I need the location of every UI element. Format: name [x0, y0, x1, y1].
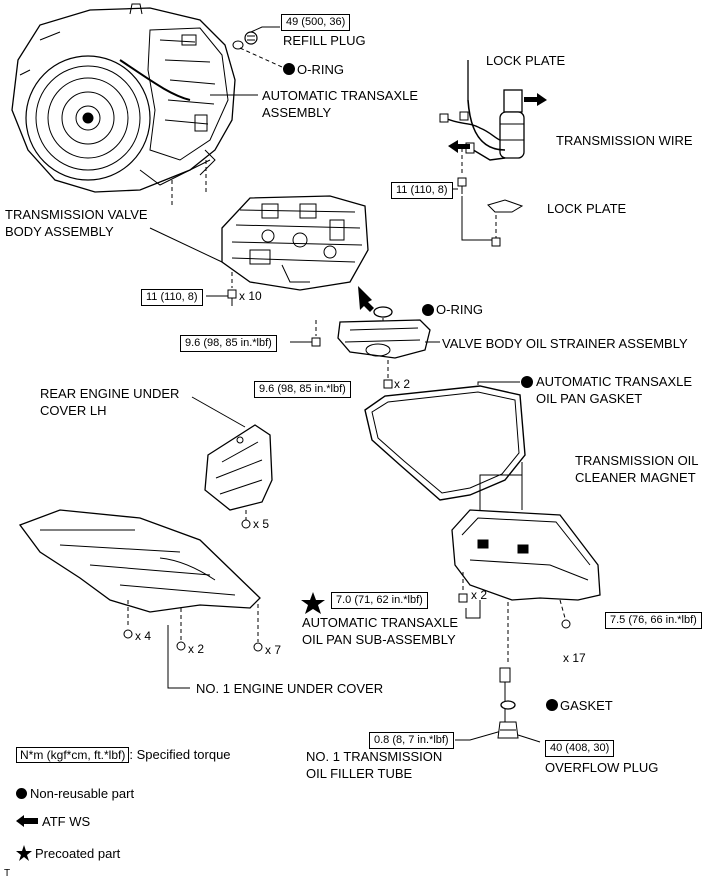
torque-filler-tube: 0.8 (8, 7 in.*lbf) [369, 732, 454, 749]
label-engine-cover: NO. 1 ENGINE UNDER COVER [196, 681, 384, 696]
label-lock-plate-bottom: LOCK PLATE [547, 201, 627, 216]
transmission-wire-drawing [439, 60, 525, 161]
qty-cover-bolts-c: x 7 [265, 643, 282, 657]
legend-atf-text: ATF WS [42, 814, 91, 829]
oil-pan-gasket-drawing [364, 385, 526, 501]
legend-torque-unit: N*m (kgf*cm, ft.*lbf) [16, 747, 130, 763]
qty-cover-bolts-b: x 2 [188, 642, 205, 656]
strainer-bolt-drawing [311, 337, 321, 347]
torque-pan-bolt-precoated: 7.0 (71, 62 in.*lbf) [331, 592, 428, 609]
label-transaxle-1: AUTOMATIC TRANSAXLE [262, 88, 419, 103]
label-filler-1: NO. 1 TRANSMISSION [306, 749, 443, 764]
label-refill-plug: REFILL PLUG [283, 33, 366, 48]
label-rear-cover-2: COVER LH [40, 403, 107, 418]
strainer-bolt-2-drawing [383, 379, 393, 389]
label-pan-1: AUTOMATIC TRANSAXLE [302, 615, 459, 630]
refill-plug-drawing [232, 31, 258, 50]
label-magnet-2: CLEANER MAGNET [575, 470, 696, 485]
qty-valve-body-bolts: x 10 [239, 289, 262, 303]
gasket-drawing [500, 700, 516, 710]
rear-under-cover-drawing [204, 424, 273, 511]
label-transmission-wire: TRANSMISSION WIRE [556, 133, 693, 148]
legend-torque: N*m (kgf*cm, ft.*lbf): Specified torque [16, 747, 231, 763]
torque-strainer-bolt-b: 9.6 (98, 85 in.*lbf) [254, 381, 351, 398]
label-magnet-1: TRANSMISSION OIL [575, 453, 699, 468]
label-o-ring-top: O-RING [297, 62, 344, 77]
pan-bolt-precoated-drawing [458, 593, 468, 603]
overflow-plug-drawing [497, 721, 519, 739]
legend-precoated-text: Precoated part [35, 846, 121, 861]
legend-non-reusable-text: Non-reusable part [30, 786, 135, 801]
qty-strainer-bolts: x 2 [394, 377, 411, 391]
label-transaxle-2: ASSEMBLY [262, 105, 332, 120]
oil-strainer-drawing [337, 319, 431, 359]
torque-valve-body-bolt: 11 (110, 8) [141, 289, 203, 306]
label-gasket-1: AUTOMATIC TRANSAXLE [536, 374, 693, 389]
lock-plate-bolt-drawing [457, 177, 467, 194]
legend-torque-desc: : Specified torque [129, 747, 231, 762]
qty-cover-bolts-a: x 4 [135, 629, 152, 643]
engine-cover-bolts-drawing [123, 629, 263, 652]
star-icon [16, 845, 32, 861]
label-valve-body-2: BODY ASSEMBLY [5, 224, 114, 239]
atf-arrows [358, 93, 547, 312]
transaxle-assembly-drawing [11, 3, 236, 193]
qty-pan-bolts: x 17 [563, 651, 586, 665]
label-gasket: GASKET [560, 698, 613, 713]
non-reusable-dots [283, 63, 558, 711]
torque-lock-plate-bolt: 11 (110, 8) [391, 182, 453, 199]
label-lock-plate-top: LOCK PLATE [486, 53, 566, 68]
pan-bolt-drawing [561, 619, 571, 629]
torque-strainer-bolt-a: 9.6 (98, 85 in.*lbf) [180, 335, 277, 352]
rear-cover-bolt-drawing [241, 519, 251, 529]
arrow-left-icon [16, 815, 38, 827]
legend-non-reusable: Non-reusable part [16, 786, 134, 802]
label-pan-2: OIL PAN SUB-ASSEMBLY [302, 632, 456, 647]
torque-overflow-plug: 40 (408, 30) [545, 740, 615, 757]
engine-under-cover-drawing [18, 509, 261, 613]
label-filler-2: OIL FILLER TUBE [306, 766, 413, 781]
label-o-ring-mid: O-RING [436, 302, 483, 317]
label-gasket-2: OIL PAN GASKET [536, 391, 643, 406]
label-rear-cover-1: REAR ENGINE UNDER [40, 386, 180, 401]
qty-pan-precoated-bolts: x 2 [471, 588, 488, 602]
torque-pan-bolt: 7.5 (76, 66 in.*lbf) [605, 612, 702, 629]
filled-dot-icon [16, 788, 27, 799]
valve-body-drawing [221, 195, 369, 291]
valve-body-bolt-drawing [227, 289, 237, 306]
o-ring-drawing [373, 306, 393, 318]
corner-mark: T [4, 868, 11, 879]
torque-refill-plug: 49 (500, 36) [281, 14, 351, 31]
qty-rear-cover-bolts: x 5 [253, 517, 270, 531]
label-valve-body-1: TRANSMISSION VALVE [5, 207, 148, 222]
label-overflow-plug: OVERFLOW PLUG [545, 760, 659, 775]
oil-pan-drawing [451, 509, 601, 601]
lock-plate-drawing [487, 199, 524, 247]
legend-atf: ATF WS [16, 814, 90, 830]
legend-precoated: Precoated part [16, 845, 120, 862]
label-strainer: VALVE BODY OIL STRAINER ASSEMBLY [442, 336, 688, 351]
precoated-star [301, 592, 325, 614]
